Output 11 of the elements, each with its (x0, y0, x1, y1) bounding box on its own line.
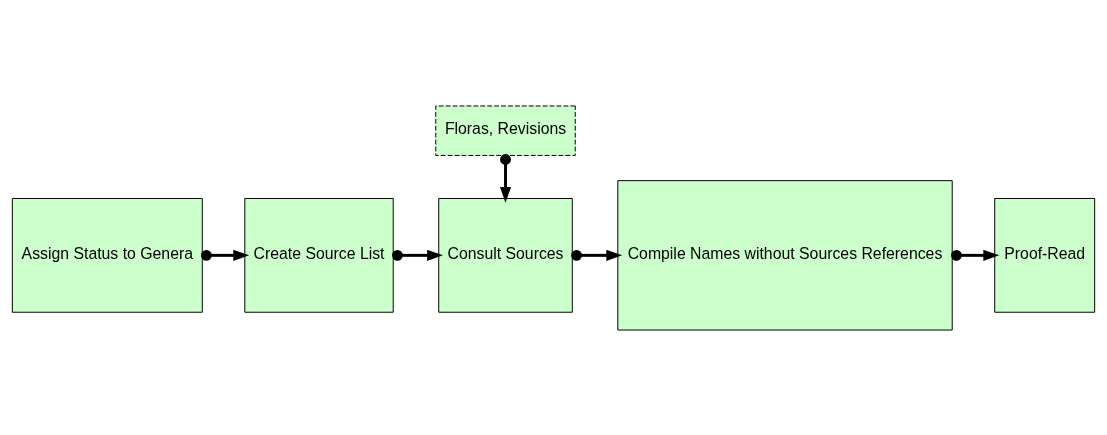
node-box: Assign Status to Genera (11, 197, 203, 313)
arrow (571, 249, 623, 261)
arrow (392, 249, 443, 261)
arrow (200, 249, 250, 261)
arrow (951, 249, 1000, 261)
node-box: Compile Names without Sources References (617, 179, 953, 331)
node-box: Proof-Read (994, 197, 1096, 313)
arrow (499, 153, 512, 203)
node-box: Floras, Revisions (435, 104, 576, 156)
node-box: Create Source List (244, 197, 394, 313)
node-box: Consult Sources (438, 197, 573, 313)
